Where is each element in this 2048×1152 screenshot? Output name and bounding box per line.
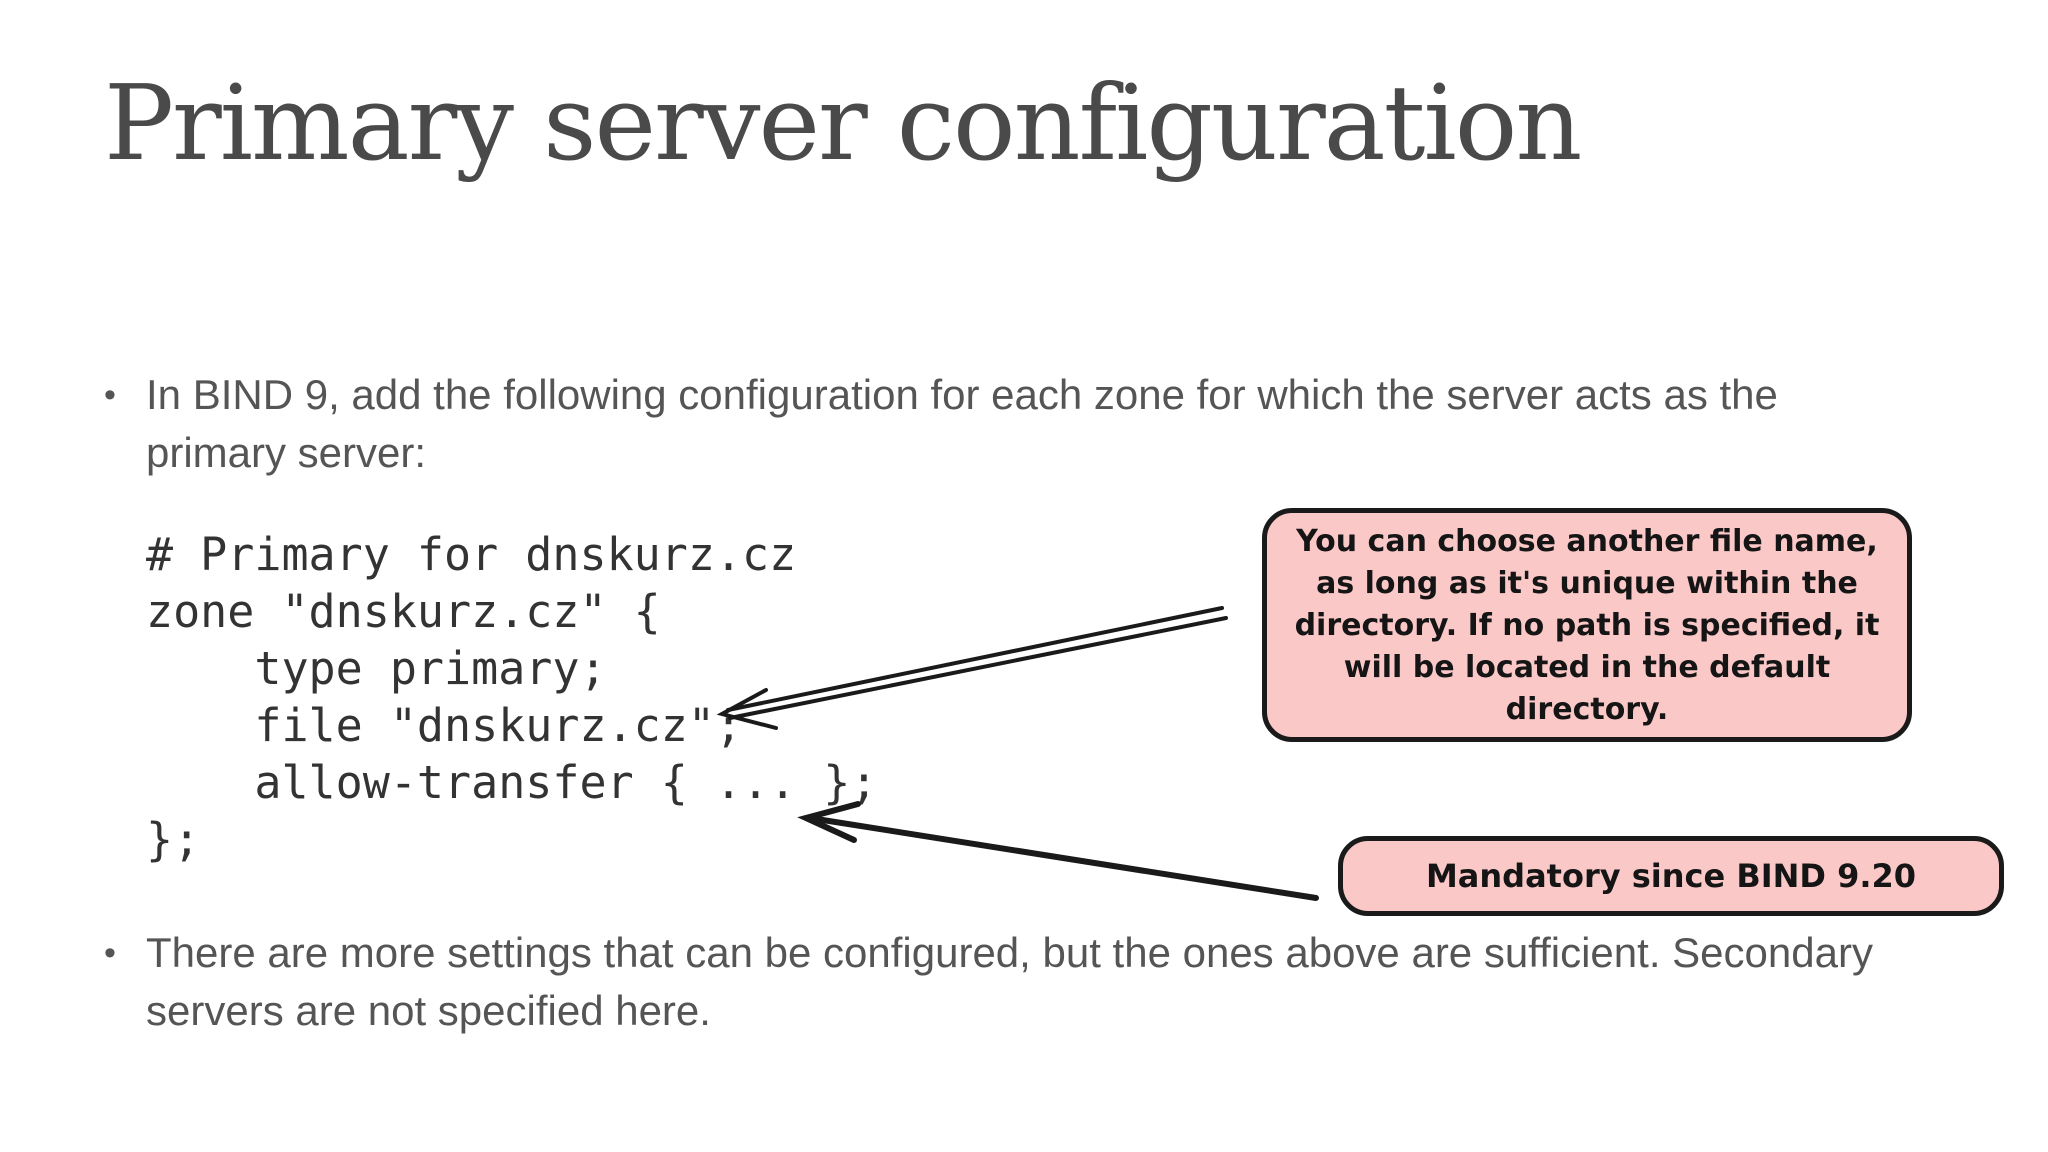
code-line: file "dnskurz.cz";: [146, 699, 743, 752]
file-name-callout: You can choose another file name, as lon…: [1262, 508, 1912, 742]
code-line: # Primary for dnskurz.cz: [146, 528, 797, 581]
code-line: type primary;: [146, 642, 607, 695]
bullet-item: • There are more settings that can be co…: [104, 924, 1884, 1040]
callout-text: You can choose another file name, as lon…: [1294, 524, 1880, 727]
bullet-text: There are more settings that can be conf…: [146, 929, 1873, 1034]
arrow-shaft-icon: [807, 815, 1319, 901]
callout-text: Mandatory since BIND 9.20: [1425, 857, 1917, 895]
slide-title: Primary server configuration: [104, 62, 1582, 184]
code-line: allow-transfer { ... };: [146, 756, 878, 809]
transfer-arrow: [797, 801, 1319, 901]
bullet-marker: •: [104, 376, 116, 414]
bullet-item: • In BIND 9, add the following configura…: [104, 366, 1884, 482]
mandatory-callout: Mandatory since BIND 9.20: [1338, 836, 2004, 916]
bullet-marker: •: [104, 934, 116, 972]
code-line: };: [146, 813, 201, 866]
code-line: zone "dnskurz.cz" {: [146, 585, 661, 638]
bullet-text: In BIND 9, add the following configurati…: [146, 371, 1778, 476]
